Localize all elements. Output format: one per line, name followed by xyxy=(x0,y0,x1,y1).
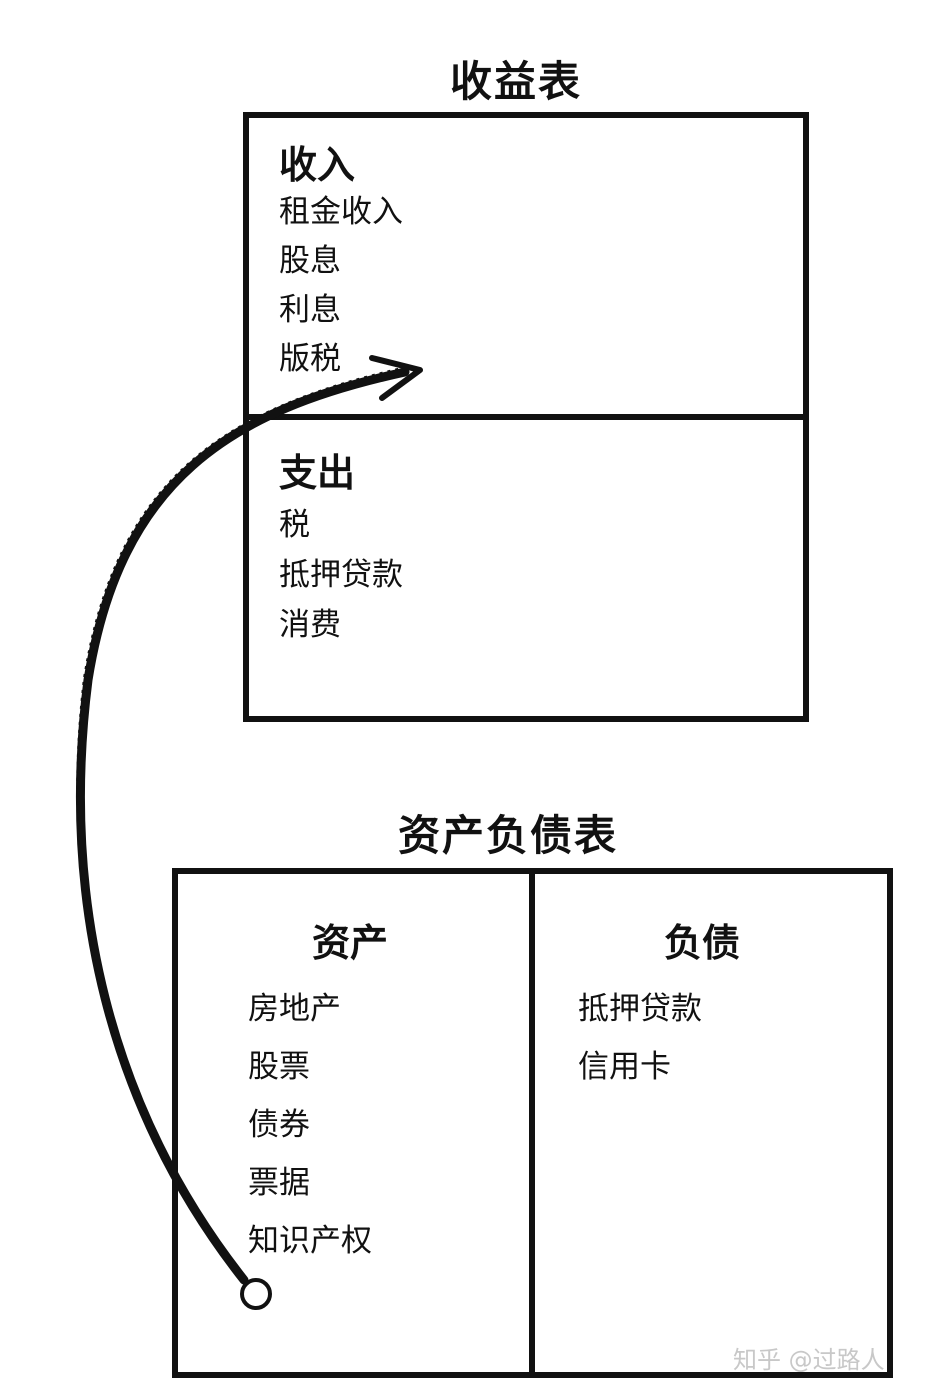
balance-sheet-box: 资产 房地产 股票 债券 票据 知识产权 负债 抵押贷款 信用卡 xyxy=(172,868,893,1378)
list-item: 抵押贷款 xyxy=(578,991,702,1027)
list-item: 信用卡 xyxy=(578,1049,671,1085)
watermark: 知乎 @过路人 xyxy=(733,1346,885,1374)
list-item: 股息 xyxy=(279,243,341,279)
list-item: 房地产 xyxy=(248,991,341,1027)
balance-sheet-title: 资产负债表 xyxy=(398,811,619,860)
list-item: 版税 xyxy=(279,341,341,377)
list-item: 租金收入 xyxy=(279,194,403,230)
income-heading: 收入 xyxy=(279,143,356,187)
list-item: 抵押贷款 xyxy=(279,557,403,593)
list-item: 票据 xyxy=(248,1165,310,1201)
list-item: 税 xyxy=(279,507,310,543)
list-item: 债券 xyxy=(248,1107,310,1143)
expense-heading: 支出 xyxy=(279,451,356,495)
list-item: 利息 xyxy=(279,292,341,328)
expense-items-list: 税 抵押贷款 消费 xyxy=(279,500,403,650)
liabilities-items-list: 抵押贷款 信用卡 xyxy=(578,980,702,1096)
income-statement-title: 收益表 xyxy=(450,57,583,106)
list-item: 股票 xyxy=(248,1049,310,1085)
assets-heading: 资产 xyxy=(312,921,389,965)
income-statement-box: 收入 租金收入 股息 利息 版税 支出 税 抵押贷款 消费 xyxy=(243,112,809,722)
list-item: 消费 xyxy=(279,607,341,643)
assets-liabilities-divider xyxy=(529,874,535,1372)
liabilities-heading: 负债 xyxy=(664,921,741,965)
income-expense-divider xyxy=(249,414,803,420)
income-items-list: 租金收入 股息 利息 版税 xyxy=(279,188,403,384)
assets-items-list: 房地产 股票 债券 票据 知识产权 xyxy=(248,980,372,1270)
list-item: 知识产权 xyxy=(248,1223,372,1259)
